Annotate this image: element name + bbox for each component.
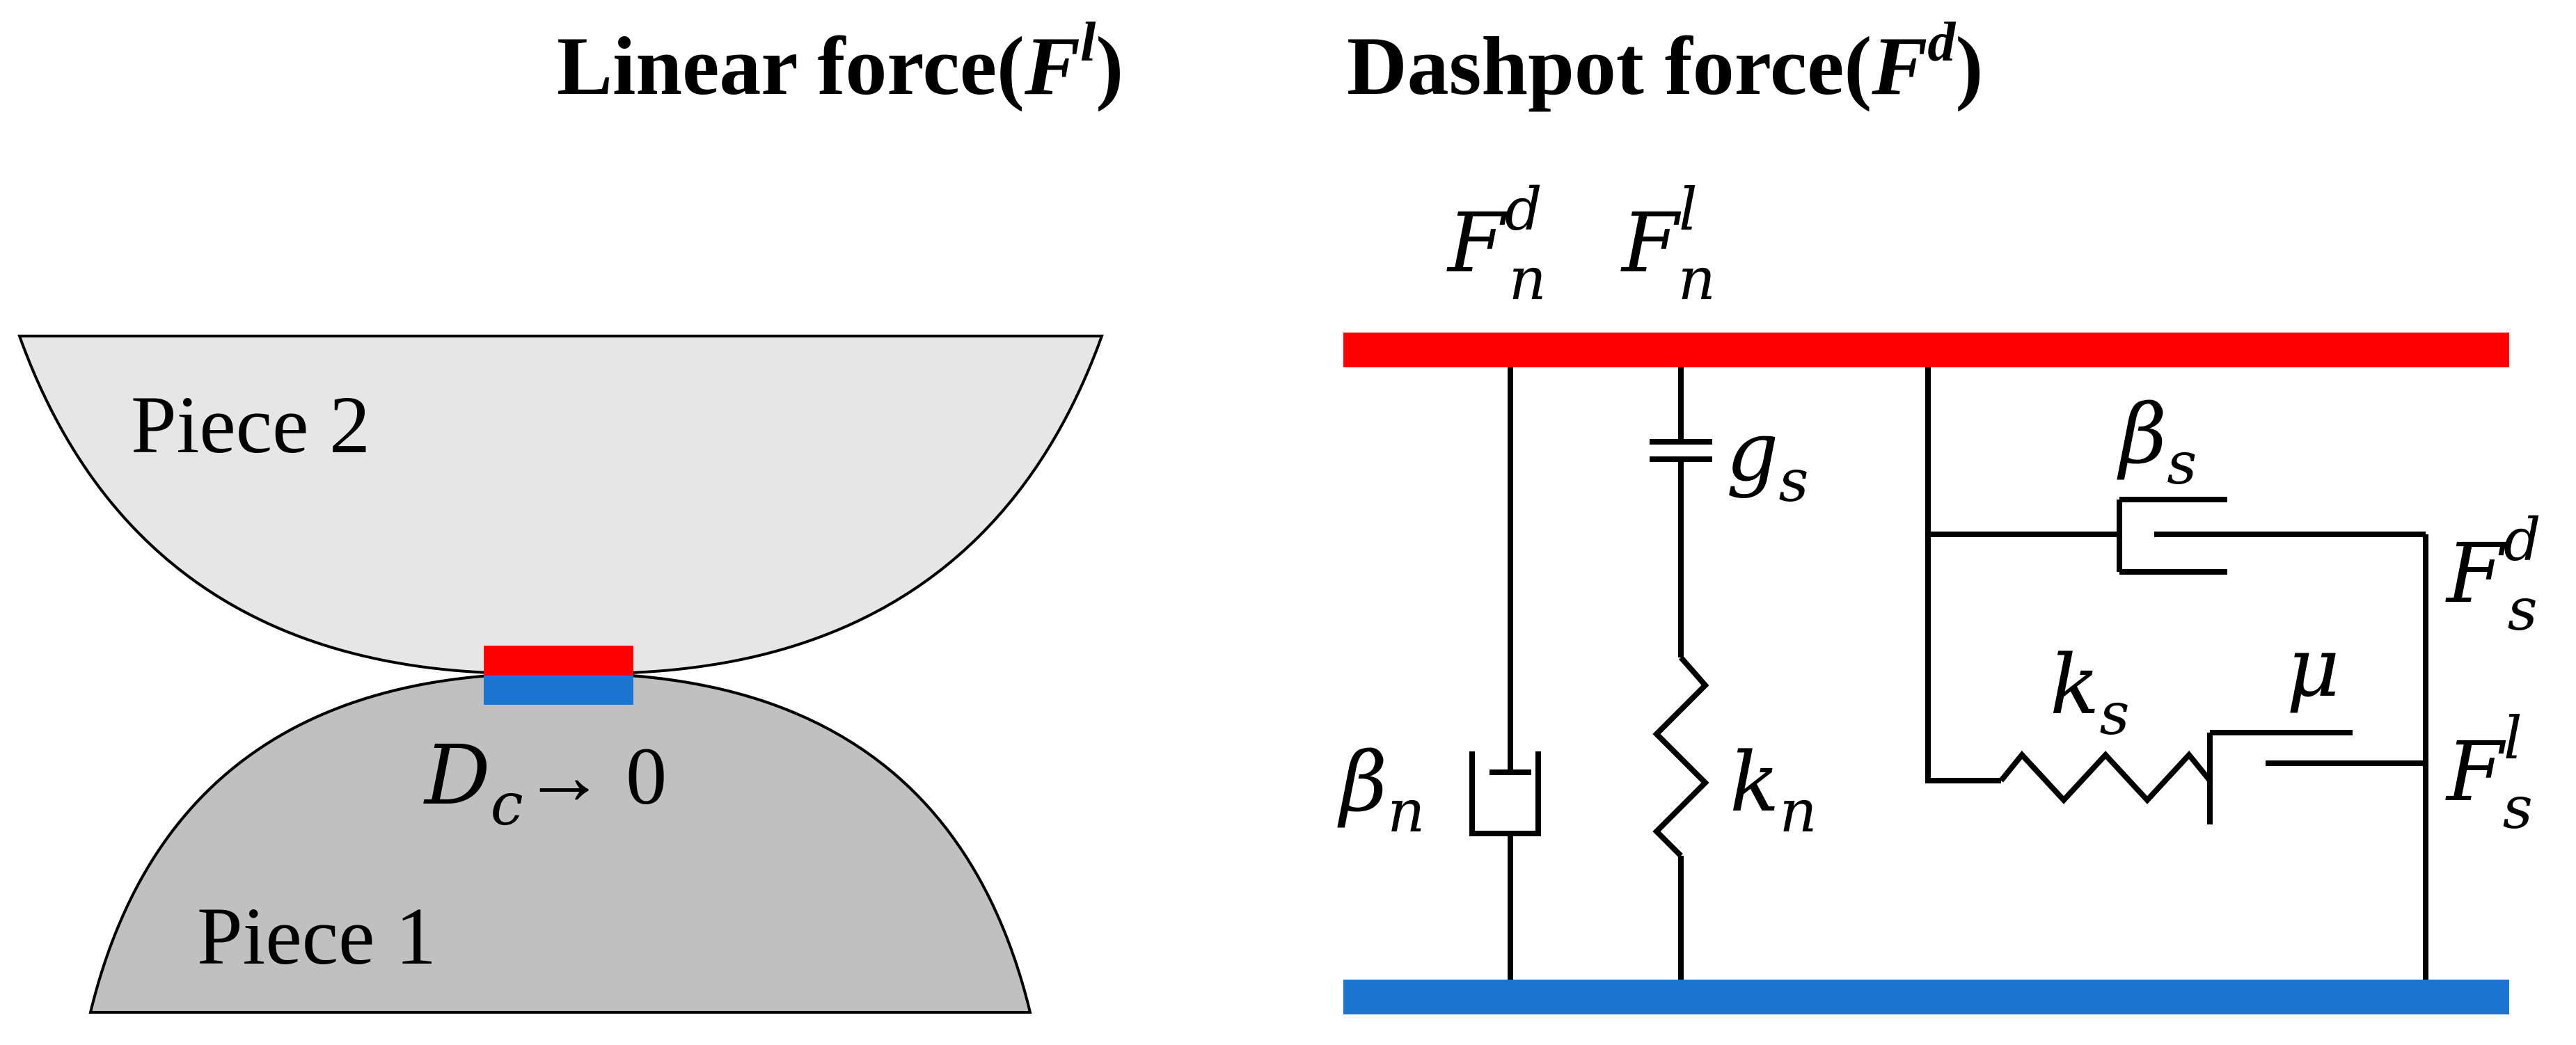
normal-dashpot bbox=[1469, 367, 1541, 980]
ks-label: ks bbox=[2050, 637, 2130, 748]
dashpot-force-title: Dashpot force(Fd) bbox=[1347, 12, 1983, 112]
piece-1-label: Piece 1 bbox=[197, 891, 436, 982]
normal-linear-branch bbox=[1650, 367, 1712, 980]
beta-n-label: βn bbox=[1337, 734, 1425, 845]
left-panel: Piece 2 Piece 1 Dc→ 0 bbox=[17, 335, 1104, 1014]
linear-force-title: Linear force(Fl) bbox=[557, 12, 1123, 112]
contact-layer-piece-1 bbox=[484, 676, 633, 705]
bottom-plate bbox=[1343, 980, 2509, 1014]
top-plate bbox=[1343, 333, 2509, 367]
gs-label: gs bbox=[1726, 404, 1809, 515]
tangential-branch bbox=[1925, 367, 2428, 980]
mu-label: μ bbox=[2286, 619, 2340, 715]
beta-s-label: βs bbox=[2117, 386, 2197, 497]
kn-label: kn bbox=[1730, 734, 1817, 845]
contact-layer-piece-2 bbox=[484, 646, 633, 676]
gap-distance-label: Dc→ 0 bbox=[423, 727, 667, 838]
piece-2-label: Piece 2 bbox=[131, 379, 370, 470]
